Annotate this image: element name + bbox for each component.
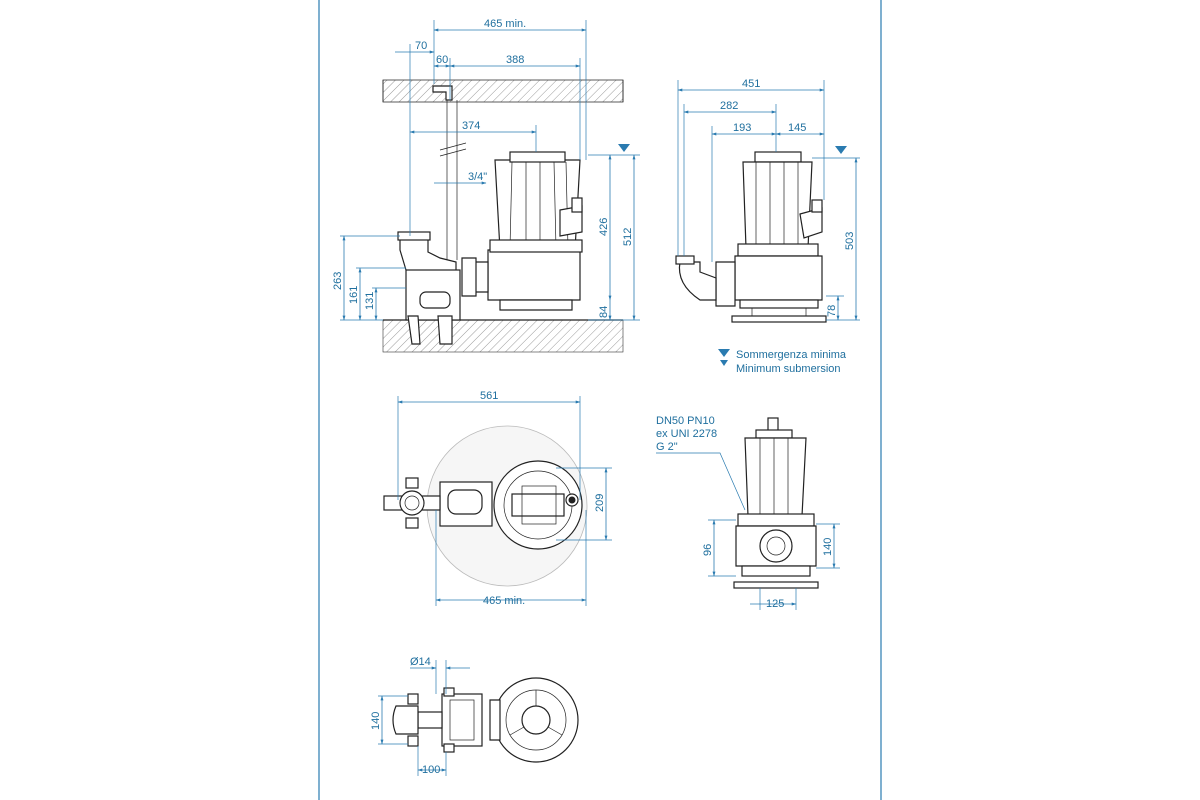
dim-96: 96 [702,544,714,556]
dim-3-4: 3/4" [468,171,487,183]
water-level-icon [618,144,630,152]
dim-125: 125 [766,598,784,610]
dim-60: 60 [436,54,448,66]
dim-70: 70 [415,40,427,52]
drawing-frame [318,0,882,800]
dim-388: 388 [506,54,524,66]
flange-note-line1: DN50 PN10 [656,415,715,427]
pump-side [461,151,583,311]
dim-100: 100 [422,764,440,776]
dim-503: 503 [844,232,856,250]
dim-451: 451 [742,78,760,90]
dim-374: 374 [462,120,480,132]
dim-131: 131 [364,292,376,310]
legend-english: Minimum submersion [736,363,841,375]
dim-426: 426 [598,218,610,236]
pump-front [675,151,827,323]
flange-note-line2: ex UNI 2278 [656,428,717,440]
front-view: 451 282 193 145 503 78 [675,78,860,323]
pump-top [493,460,583,550]
dim-209: 209 [594,494,606,512]
floor-slab [382,319,624,353]
dim-263: 263 [332,272,344,290]
legend: Sommergenza minima Minimum submersion [718,349,847,375]
dim-diameter-14: Ø14 [410,656,431,668]
top-bracket [432,85,453,101]
top-view: 561 209 465 min. [383,390,612,607]
dim-140-bottom: 140 [370,712,382,730]
water-level-icon [718,349,730,357]
water-level-icon [835,146,847,154]
flange-note-line3: G 2" [656,441,678,453]
dim-465-min-bottom: 465 min. [483,595,525,607]
outlet-view: DN50 PN10 ex UNI 2278 G 2" 96 140 125 [656,415,840,610]
dim-161: 161 [348,286,360,304]
pump-outlet [733,417,819,589]
dim-561: 561 [480,390,498,402]
dim-140-outlet: 140 [822,538,834,556]
dim-78: 78 [826,305,838,317]
legend-italian: Sommergenza minima [736,349,847,361]
dim-512: 512 [622,228,634,246]
side-view: 465 min. 70 60 388 374 3/4" 426 84 512 2… [332,18,640,353]
dim-193: 193 [733,122,751,134]
dim-465-min-top: 465 min. [484,18,526,30]
pump-bottom [489,677,579,763]
bottom-view: Ø14 140 100 [370,656,579,776]
dim-84: 84 [598,306,610,318]
dim-282: 282 [720,100,738,112]
ceiling-slab [382,79,624,103]
dim-145: 145 [788,122,806,134]
